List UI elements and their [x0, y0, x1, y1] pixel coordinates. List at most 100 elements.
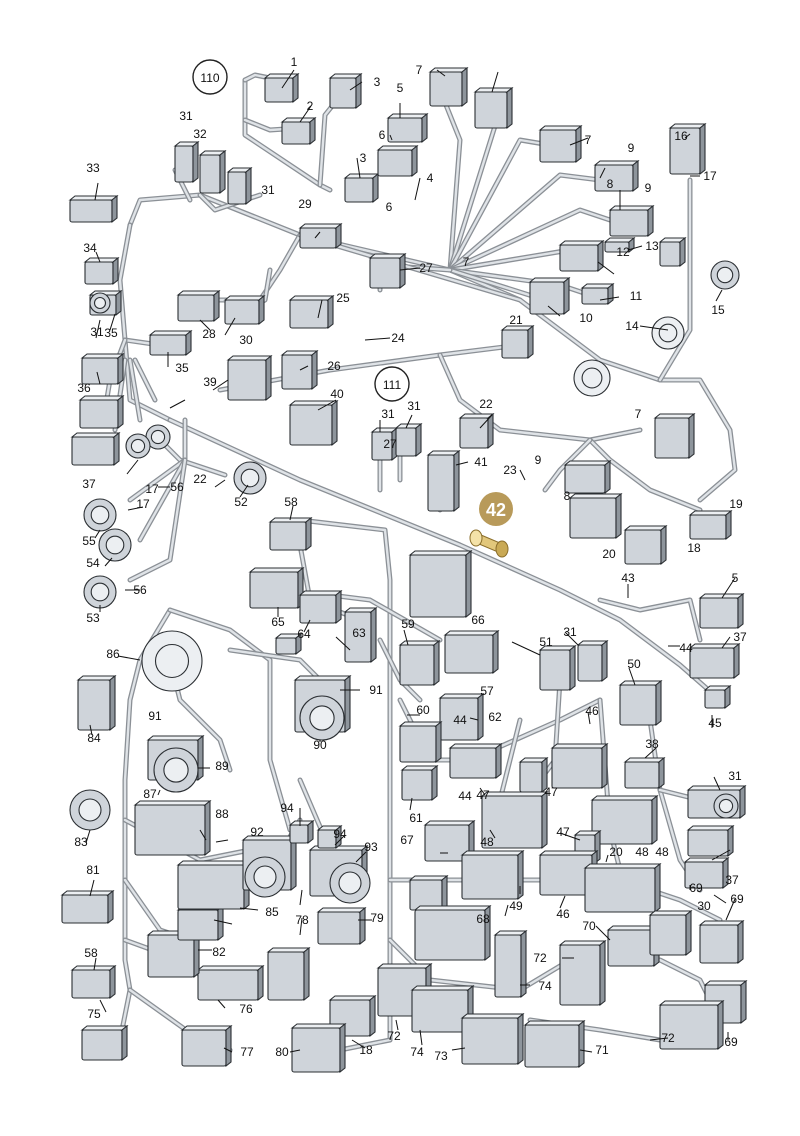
part-number-label: 31: [407, 399, 421, 413]
connector-body: [299, 227, 337, 249]
leader-line: [199, 319, 211, 331]
harness-wire-highlight: [228, 648, 322, 682]
part-number-label: 3: [374, 75, 381, 89]
connector-top: [648, 910, 693, 916]
connector-side: [219, 149, 226, 195]
part-number-label: 44: [453, 713, 467, 727]
harness-wire-highlight: [298, 518, 392, 1042]
part-number-label: 72: [661, 1031, 675, 1045]
harness-wire-highlight: [328, 593, 442, 642]
part-number-label: 11: [630, 289, 643, 303]
part-number-label: 47: [476, 788, 490, 802]
harness-wire-highlight: [388, 938, 572, 992]
connector-top: [376, 145, 419, 151]
part-number-label: 41: [474, 455, 488, 469]
leader-line: [104, 557, 113, 567]
part-number-label: 75: [87, 1007, 101, 1021]
part-number-label: 57: [480, 684, 494, 698]
connector: [80, 352, 125, 386]
connector: [226, 354, 273, 402]
connector-body: [649, 914, 687, 956]
connector-body: [329, 77, 357, 109]
connector-side: [615, 492, 622, 540]
leader-line: [547, 305, 561, 317]
leader-line: [239, 907, 259, 911]
connector-body: [494, 934, 522, 998]
connector: [180, 1024, 233, 1068]
part-number-label: 1: [291, 55, 298, 69]
connector-side: [355, 72, 362, 110]
connector-side: [477, 692, 484, 742]
part-number-label: 69: [724, 1035, 738, 1049]
connector-top: [76, 675, 117, 681]
harness-wire-highlight: [658, 378, 737, 502]
leader-line: [364, 337, 391, 341]
part-number-label: 7: [463, 255, 470, 269]
connector-body: [249, 571, 299, 609]
round-connector-face: [716, 266, 734, 284]
connector-side: [679, 236, 686, 268]
connector: [568, 492, 623, 540]
part-number-label: 58: [284, 495, 298, 509]
connector: [623, 524, 668, 566]
part-number-label: 59: [401, 617, 415, 631]
connector-body: [281, 354, 313, 390]
connector-body: [177, 294, 215, 322]
connector-side: [117, 394, 124, 430]
highlight-badge: [479, 492, 513, 526]
connector-body: [224, 299, 260, 325]
connector: [386, 112, 429, 144]
part-number-label: 48: [635, 845, 649, 859]
circled-reference-ring: [374, 366, 410, 402]
connector-body: [387, 117, 423, 143]
part-number-label: 6: [386, 200, 393, 214]
part-number-label: 17: [703, 169, 717, 183]
round-connector: [89, 292, 111, 314]
leader-line: [414, 177, 421, 201]
connector-body: [654, 417, 690, 459]
part-number-label: 15: [711, 303, 725, 317]
connector-side: [265, 354, 272, 402]
circled-reference-label: 110: [200, 71, 219, 85]
connector: [538, 124, 583, 164]
part-number-label: 23: [503, 463, 517, 477]
connector-top: [78, 395, 125, 401]
connector: [68, 194, 119, 224]
round-connector: [83, 575, 117, 609]
connector-side: [192, 140, 199, 184]
part-number-label: 31: [563, 625, 577, 639]
harness-wire: [447, 137, 553, 273]
leader-line: [479, 787, 486, 796]
part-number-label: 2: [307, 99, 314, 113]
round-connector: [329, 862, 371, 904]
connector-top: [133, 800, 212, 806]
connector-top: [226, 355, 273, 361]
leader-line: [117, 655, 141, 661]
connector-top: [703, 980, 748, 986]
connector: [658, 236, 687, 268]
part-number-label: 48: [480, 835, 494, 849]
connector-top: [550, 743, 609, 749]
part-number-label: 22: [193, 472, 207, 486]
connector-body: [581, 287, 609, 305]
connector-side: [651, 794, 658, 846]
connector-side: [647, 204, 654, 238]
connector: [83, 256, 120, 286]
leader-line: [489, 829, 496, 839]
harness-wire: [657, 177, 693, 383]
connector-body: [704, 689, 726, 709]
connector-top: [148, 330, 193, 336]
leader-line: [89, 879, 95, 897]
part-number-label: 80: [275, 1045, 289, 1059]
leader-line: [127, 506, 144, 511]
part-number-label: 9: [645, 181, 652, 195]
connector: [60, 889, 115, 925]
connector: [198, 149, 227, 195]
connector: [400, 764, 439, 802]
connector: [558, 939, 607, 1007]
connector-side: [740, 979, 747, 1025]
connector: [133, 799, 212, 857]
connector-side: [399, 252, 406, 290]
leader-line: [314, 231, 321, 239]
